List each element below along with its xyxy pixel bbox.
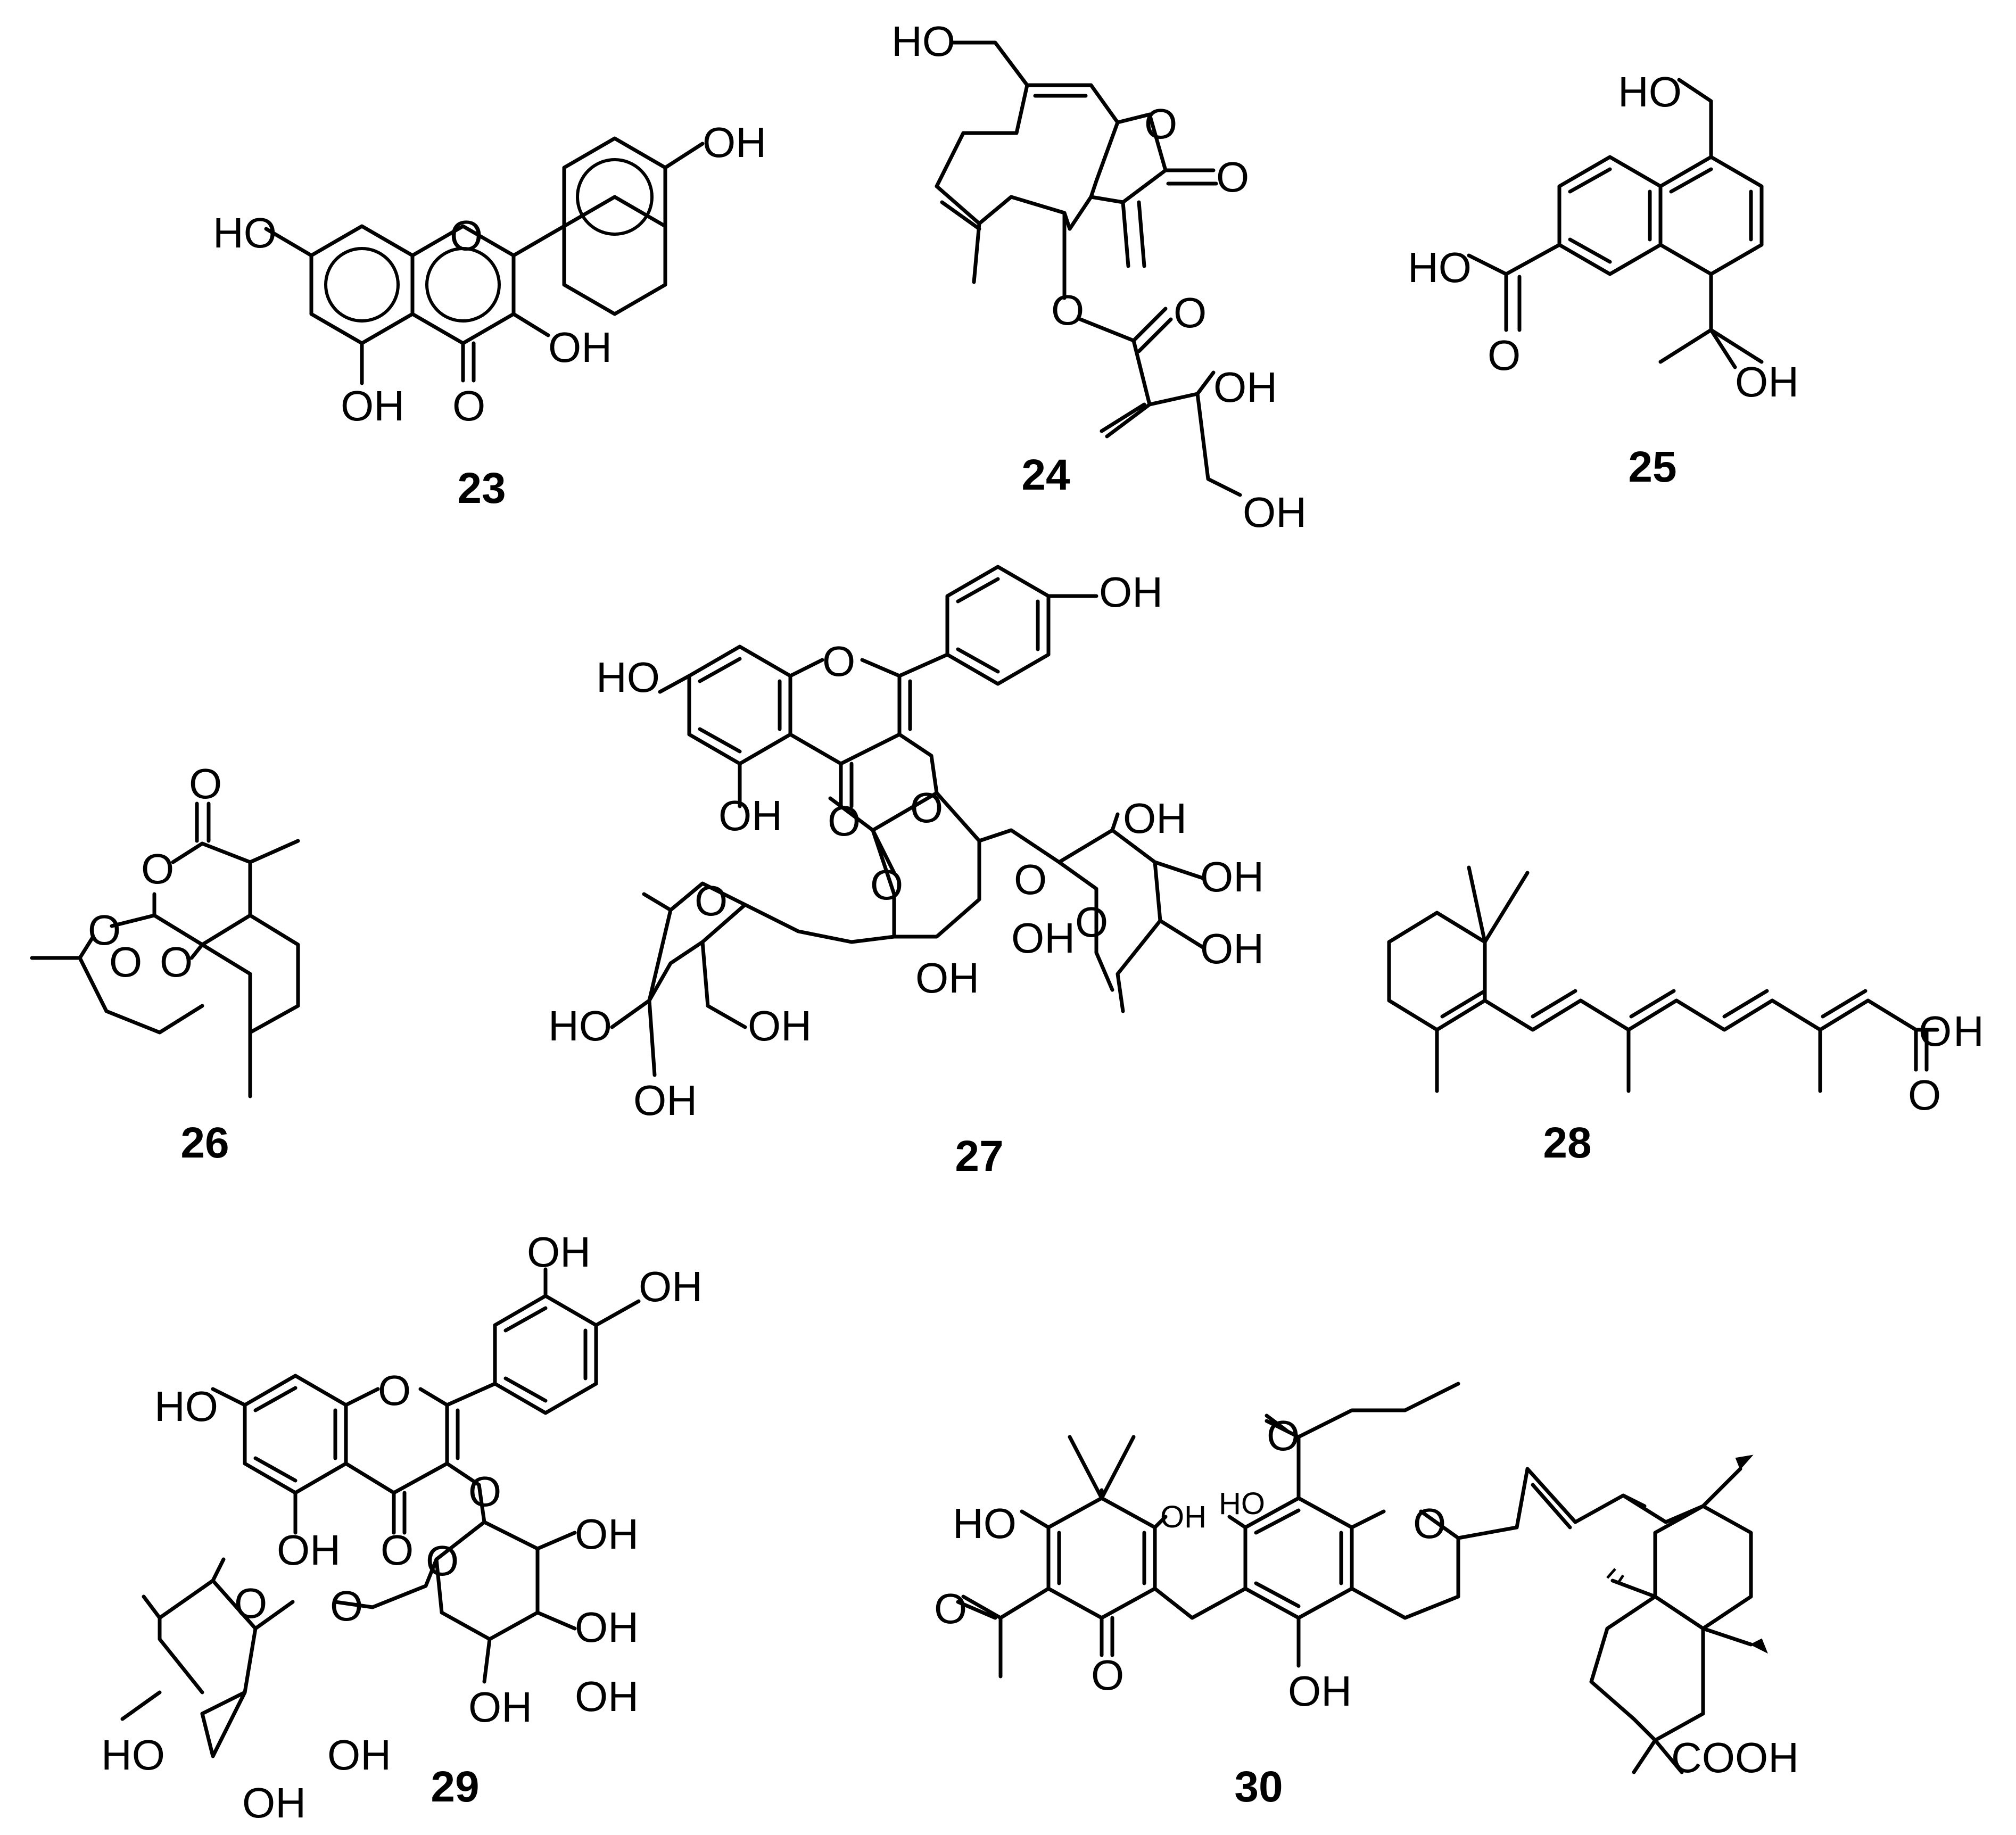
label: O <box>1908 1071 1941 1119</box>
label: OH <box>277 1526 341 1574</box>
label: O <box>88 906 121 954</box>
label: O <box>1144 100 1177 147</box>
label: OH <box>1200 853 1264 900</box>
label: HO <box>213 209 277 257</box>
label: HO <box>101 1731 165 1779</box>
label: OH <box>341 382 404 429</box>
label: OH <box>575 1673 639 1720</box>
compound-28: O H O 28 <box>1387 865 1984 1167</box>
compound-30: O HO OH HO O O O OH COOH 30 <box>934 1382 1799 1811</box>
label: OH <box>1011 914 1075 962</box>
label: O <box>1267 1412 1300 1459</box>
label: HO <box>596 654 660 701</box>
label: HO <box>891 18 955 65</box>
label: O <box>189 760 222 807</box>
label: H <box>1953 1007 1984 1055</box>
compound-25: HO HO O OH 25 <box>1408 68 1799 491</box>
label: O <box>378 1367 411 1414</box>
label: O <box>822 638 855 685</box>
compound-number: 27 <box>955 1132 1003 1180</box>
label: OH <box>1243 489 1307 536</box>
label: OH <box>548 324 612 371</box>
label: OH <box>575 1603 639 1651</box>
label: O <box>426 1537 459 1584</box>
label: O <box>1488 332 1521 379</box>
label: O <box>934 1585 967 1632</box>
label: O <box>910 784 943 831</box>
label: COOH <box>1671 1734 1799 1781</box>
label: O <box>452 382 485 429</box>
label: O <box>1051 286 1084 334</box>
label: OH <box>748 1002 812 1049</box>
label: OH <box>633 1077 697 1124</box>
label: HO <box>953 1500 1017 1547</box>
label: O <box>1413 1500 1446 1547</box>
compound-23: OH HO O OH OH O 23 <box>213 119 766 513</box>
compound-number: 25 <box>1628 443 1676 491</box>
compound-number: 30 <box>1234 1763 1283 1811</box>
label: O <box>141 845 174 892</box>
label: HO <box>548 1002 612 1049</box>
label: O <box>1075 898 1108 946</box>
label: O <box>381 1526 414 1574</box>
label: HO <box>1219 1486 1265 1521</box>
compound-29: OH OH HO O O OH O O OH O O OH OH OH HO O… <box>101 1228 703 1826</box>
label: OH <box>1099 568 1163 616</box>
label: O <box>450 212 483 259</box>
label: O <box>160 938 193 986</box>
compound-number: 26 <box>180 1119 229 1167</box>
label: O <box>1091 1651 1124 1699</box>
label: OH <box>527 1228 591 1276</box>
label: O <box>1216 153 1249 201</box>
label: HO <box>1618 68 1682 115</box>
label: HO <box>1408 244 1472 291</box>
label: HO <box>154 1383 218 1430</box>
label: OH <box>718 792 782 839</box>
label: OH <box>703 119 766 166</box>
label: OH <box>1213 363 1277 411</box>
compound-number: 24 <box>1021 451 1070 499</box>
label: O <box>695 877 728 924</box>
compound-number: 29 <box>431 1763 479 1811</box>
label: O <box>870 861 903 908</box>
label: O <box>1174 289 1207 336</box>
label: O <box>330 1582 363 1630</box>
label: OH <box>1200 925 1264 972</box>
label: O <box>828 797 861 845</box>
label: O <box>1014 856 1047 903</box>
label: O <box>1919 1007 1952 1055</box>
compound-number: 23 <box>457 464 506 513</box>
label: O <box>468 1468 501 1515</box>
label: OH <box>575 1510 639 1558</box>
label: OH <box>915 954 979 1002</box>
compound-24: HO O O O O OH OH 24 <box>891 18 1307 536</box>
label: O <box>234 1580 267 1627</box>
compound-number: 28 <box>1543 1119 1591 1167</box>
compound-27: OH HO O O OH O OH O O OH O O OH OH OH HO… <box>548 565 1264 1180</box>
compound-26: O O O O O 26 <box>30 760 300 1167</box>
label: OH <box>1288 1667 1352 1715</box>
label: OH <box>242 1779 306 1826</box>
label: OH <box>1160 1500 1207 1534</box>
label: OH <box>639 1263 703 1310</box>
label: OH <box>1123 795 1187 842</box>
label: OH <box>1735 358 1799 406</box>
label: OH <box>327 1731 391 1779</box>
label: OH <box>468 1683 532 1731</box>
label: O <box>109 938 142 986</box>
